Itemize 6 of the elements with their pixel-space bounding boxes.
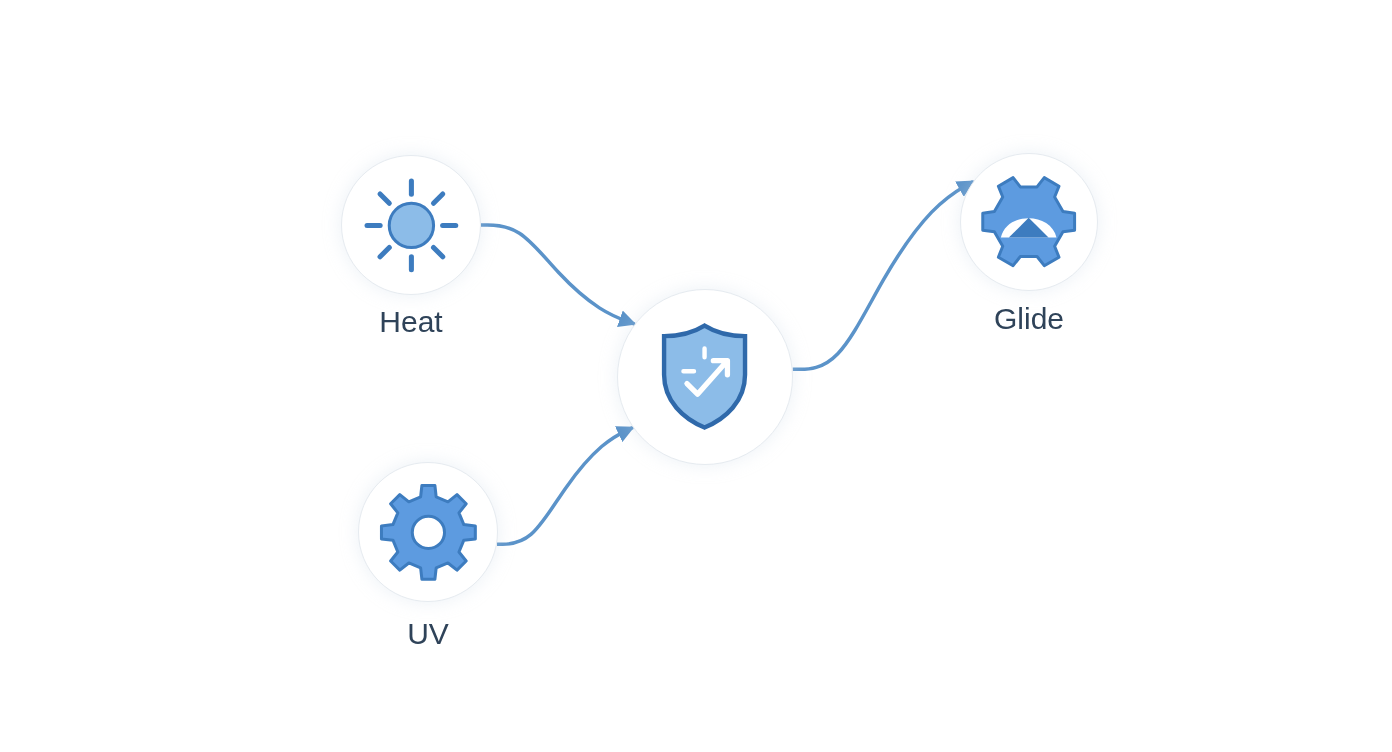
arrow (496, 425, 635, 546)
node-label: UV (407, 617, 449, 651)
node-label: Heat (379, 305, 443, 339)
arrow (792, 179, 975, 372)
node-label: Glide (993, 302, 1064, 336)
arrow (481, 223, 637, 328)
